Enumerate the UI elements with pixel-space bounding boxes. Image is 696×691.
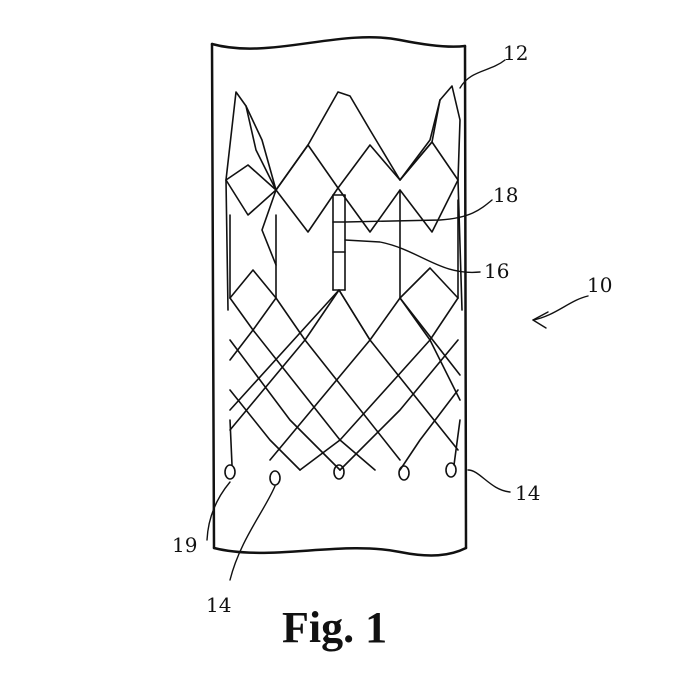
leader-lines [206,59,589,581]
leader-14-bottom [229,485,276,581]
eyelet [224,464,236,480]
reference-labels: 12 18 16 10 14 19 14 [172,41,612,617]
leader-18 [344,199,493,223]
label-14-right: 14 [515,481,540,505]
leader-16 [344,239,481,274]
label-10: 10 [587,273,612,297]
figure-caption: Fig. 1 [282,603,387,652]
label-14-bottom: 14 [206,593,231,617]
eyelet [333,464,345,480]
eyelet [398,465,410,481]
eyelets [224,462,457,486]
arrow-10-head [532,311,549,329]
leader-12 [459,59,506,89]
label-18: 18 [493,183,518,207]
leader-19 [206,481,231,541]
eyelet [269,470,281,486]
left-crown [225,91,277,311]
stent-lattice [225,85,463,471]
arrow-10-shaft [532,295,589,321]
leader-14-right [467,469,511,493]
label-19: 19 [172,533,197,557]
right-crown [399,85,463,311]
tube-outline [210,36,468,557]
center-crown [275,91,401,191]
label-12: 12 [503,41,528,65]
label-16: 16 [484,259,509,283]
eyelet [445,462,457,478]
